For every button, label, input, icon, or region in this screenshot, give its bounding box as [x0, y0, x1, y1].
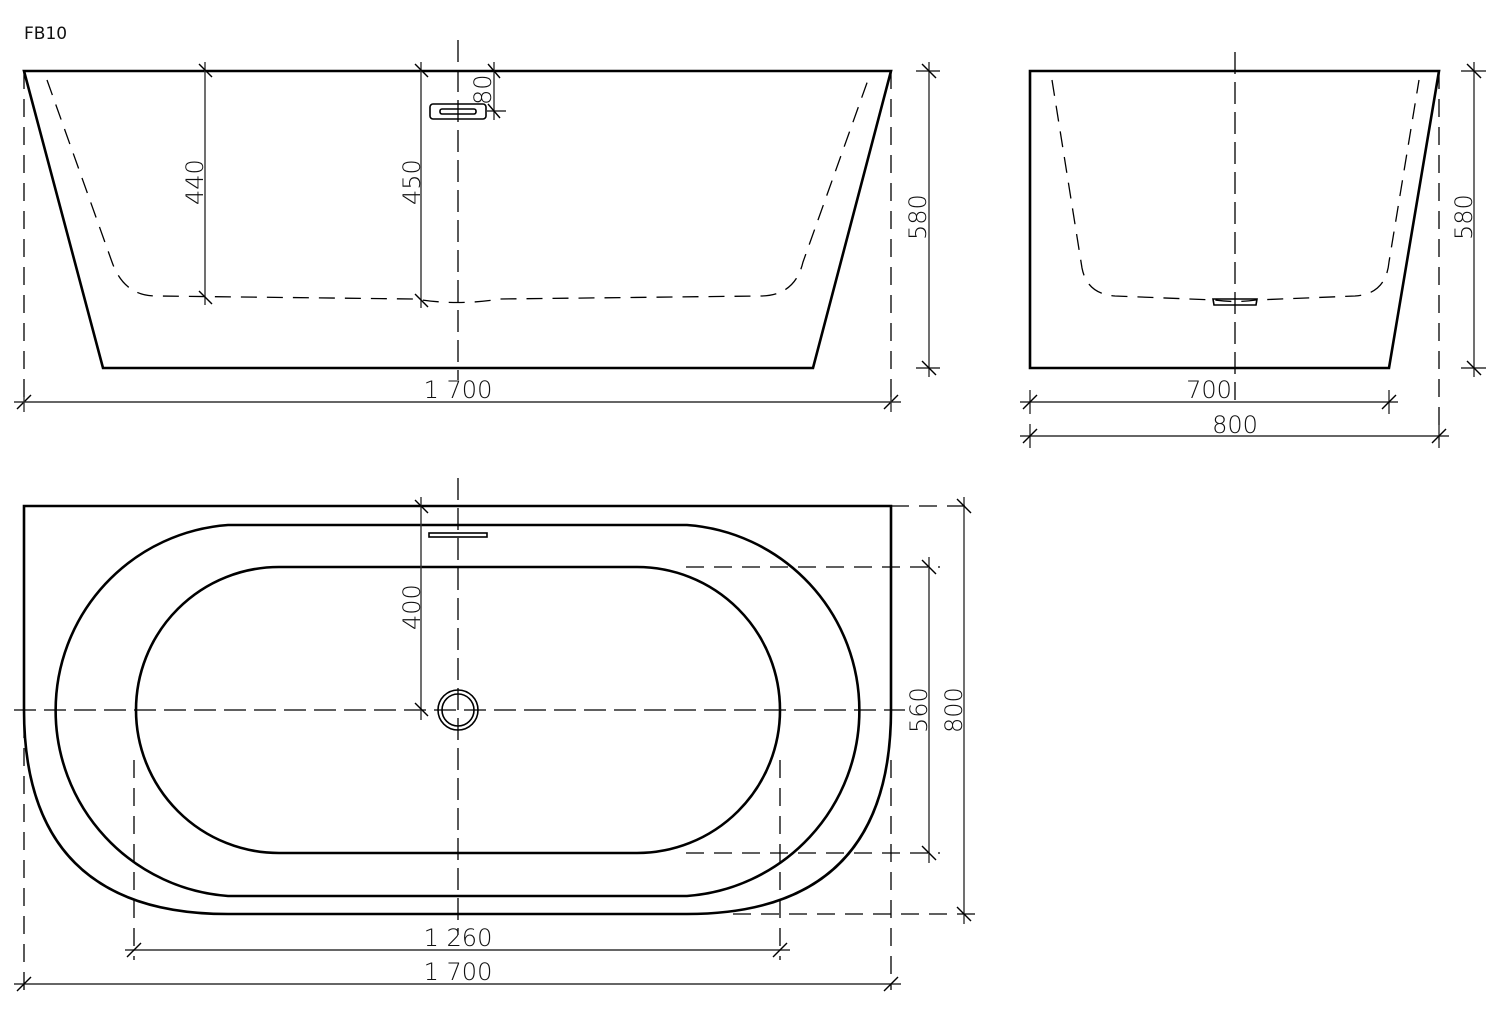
top-view: 400 560 800 1 260 1 700: [14, 478, 975, 992]
drain-icon: [1212, 298, 1258, 306]
dim-overall-length-front: 1 700: [424, 376, 493, 404]
dim-drain-offset: 400: [398, 584, 426, 630]
dim-base-width-side: 700: [1186, 376, 1232, 404]
front-view-inner-profile: [46, 79, 869, 304]
side-view-outline: [1028, 69, 1441, 370]
overflow-top-icon: [428, 532, 488, 538]
dim-overflow-offset: 80: [469, 74, 497, 105]
dim-overall-height-side: 580: [1450, 194, 1478, 240]
model-code-label: FB10: [24, 24, 67, 44]
dim-overall-length-top: 1 700: [424, 958, 493, 986]
dim-inner-depth-side: 440: [181, 159, 209, 205]
front-view: 440 450 80 580 1 700: [14, 40, 940, 412]
top-view-basin: [134, 565, 782, 855]
dim-overall-width-side: 800: [1212, 411, 1258, 439]
dim-overall-height-front: 580: [904, 194, 932, 240]
side-view: 580 700 800: [1020, 52, 1486, 448]
top-view-rim: [54, 523, 861, 898]
overflow-slot-icon: [439, 108, 477, 115]
front-view-outline: [22, 69, 893, 370]
side-view-inner-profile: [1051, 79, 1420, 303]
dim-inner-width-top: 560: [905, 687, 933, 733]
dim-overall-width-top: 800: [940, 687, 968, 733]
top-view-outline: [22, 504, 893, 916]
dim-inner-length-top: 1 260: [424, 924, 493, 952]
dim-inner-depth-center: 450: [398, 159, 426, 205]
